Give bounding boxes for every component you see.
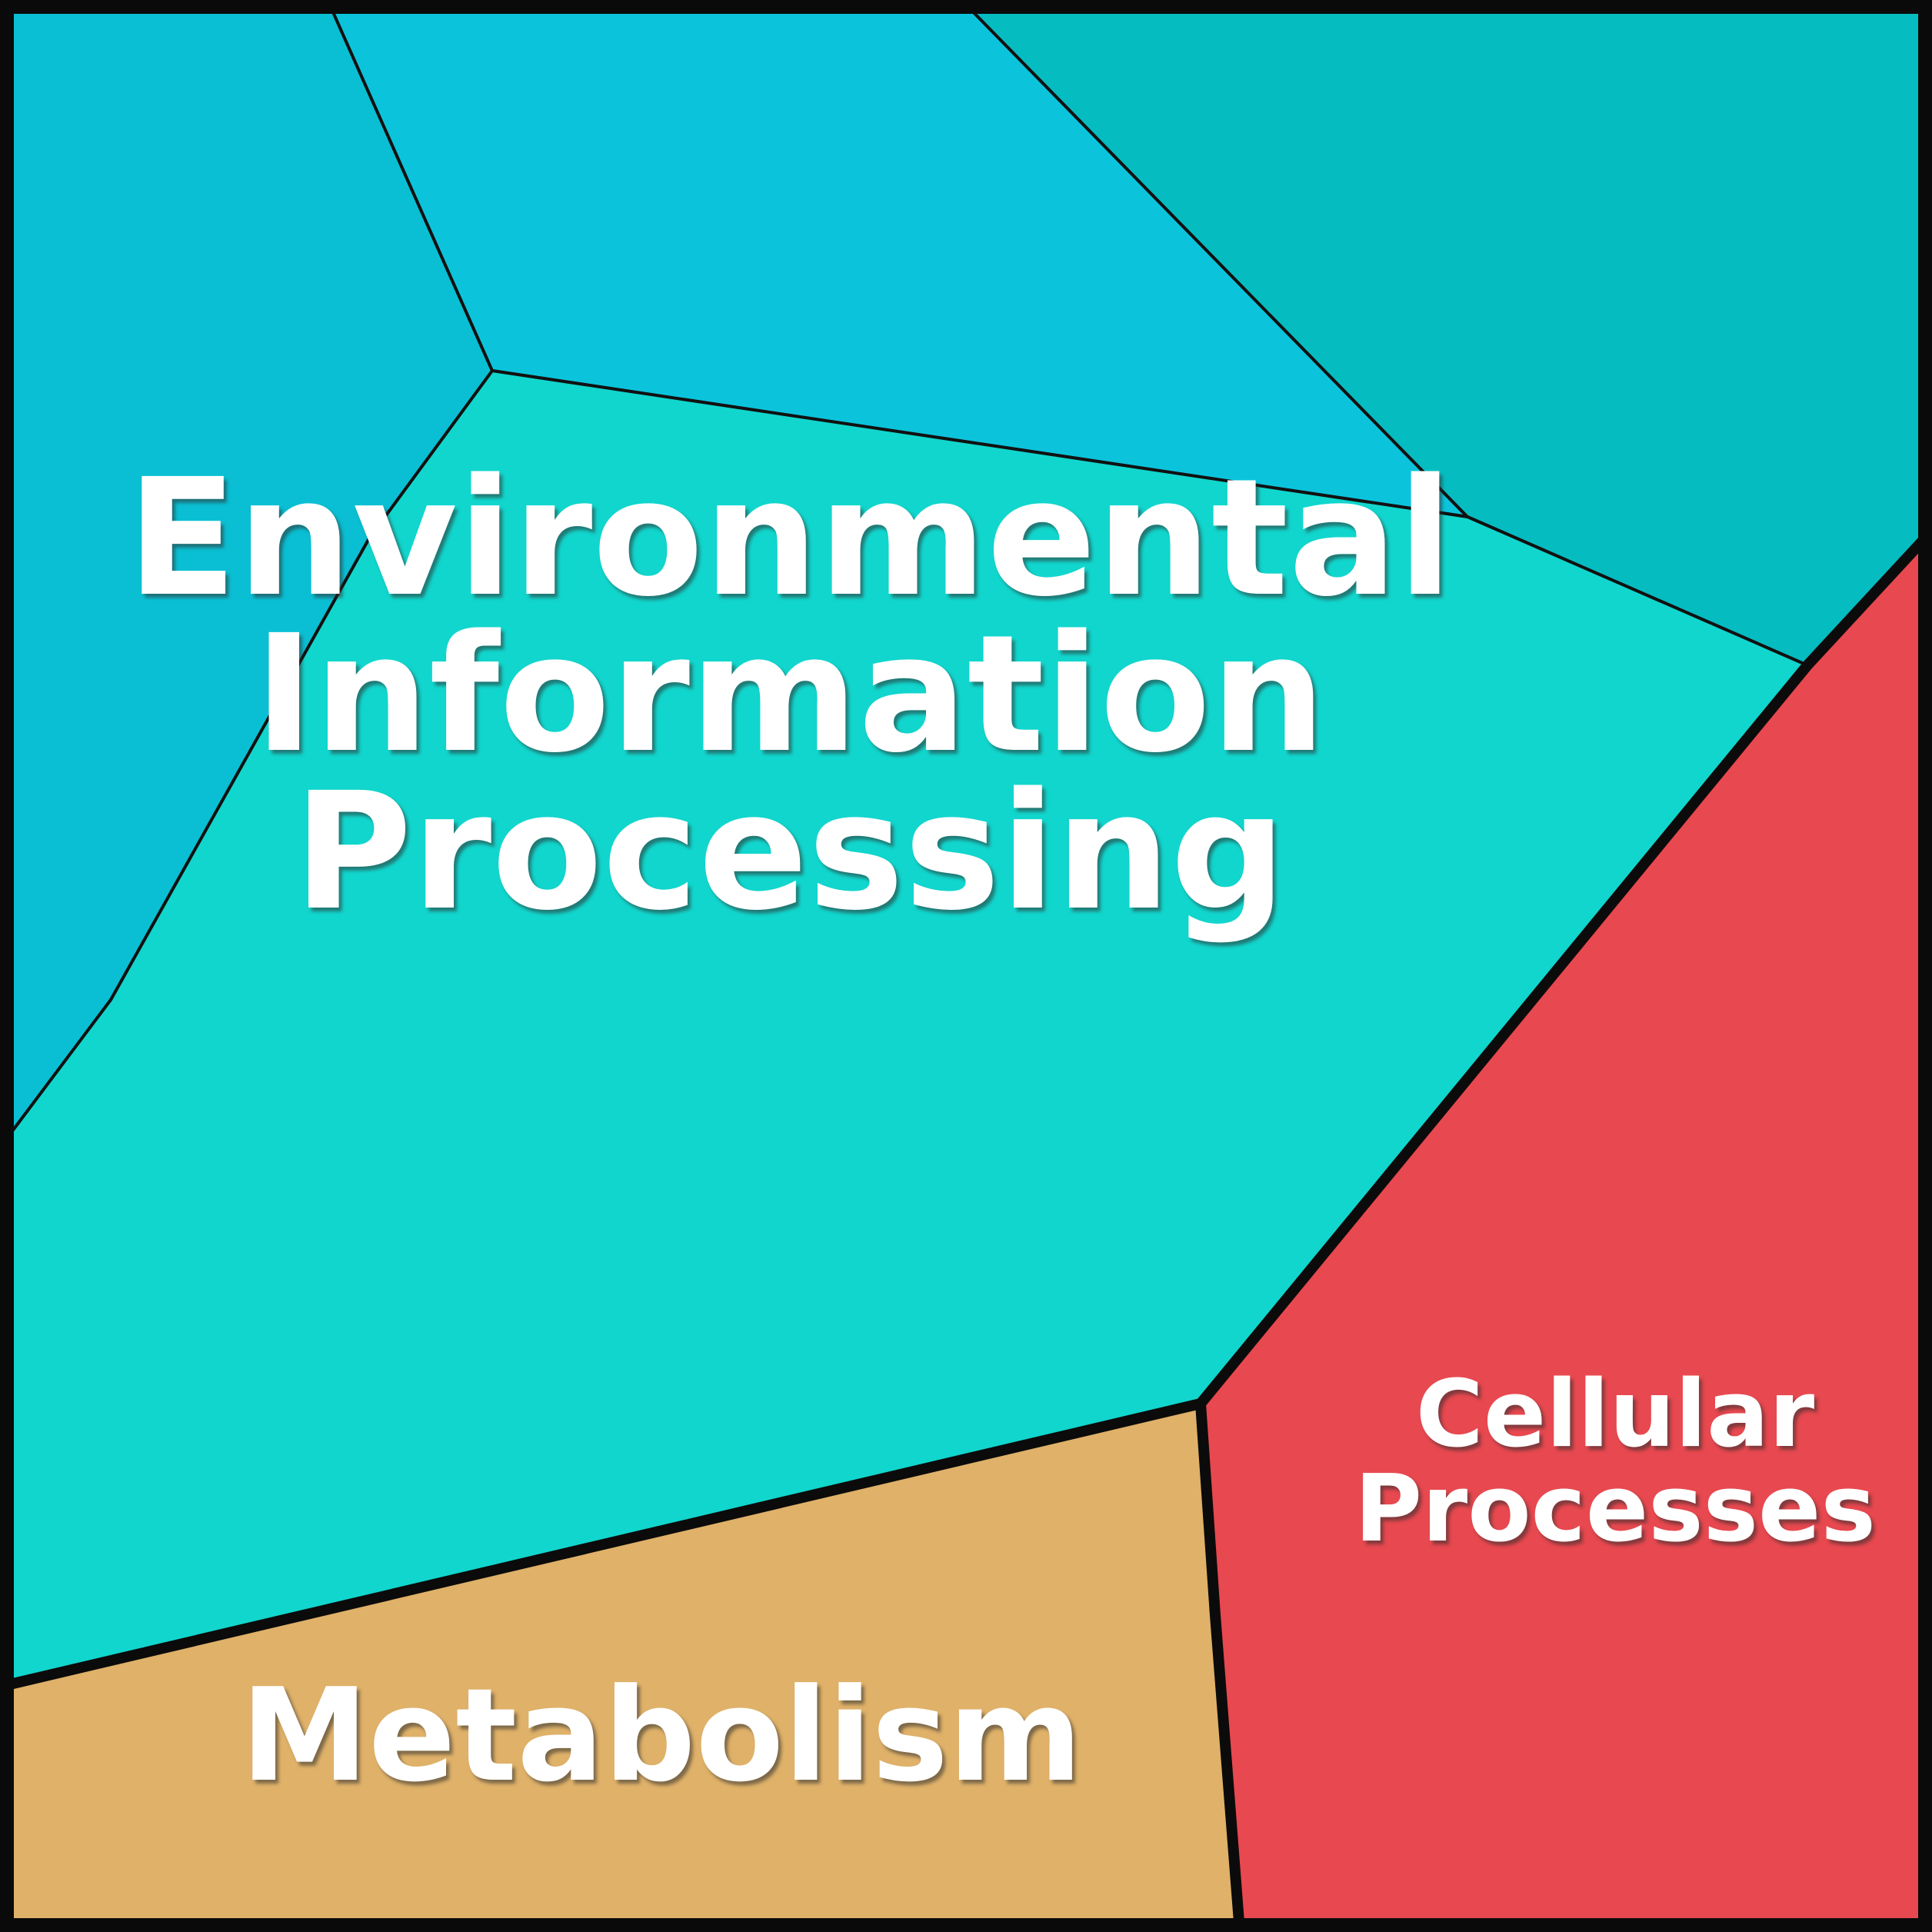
border-metabolism-top — [0, 1398, 1202, 1692]
thick-border-layer — [0, 527, 1932, 1932]
cell-metabolism-label: Metabolism — [241, 1661, 1082, 1810]
cell-environmental-information-processing — [0, 369, 1809, 1688]
